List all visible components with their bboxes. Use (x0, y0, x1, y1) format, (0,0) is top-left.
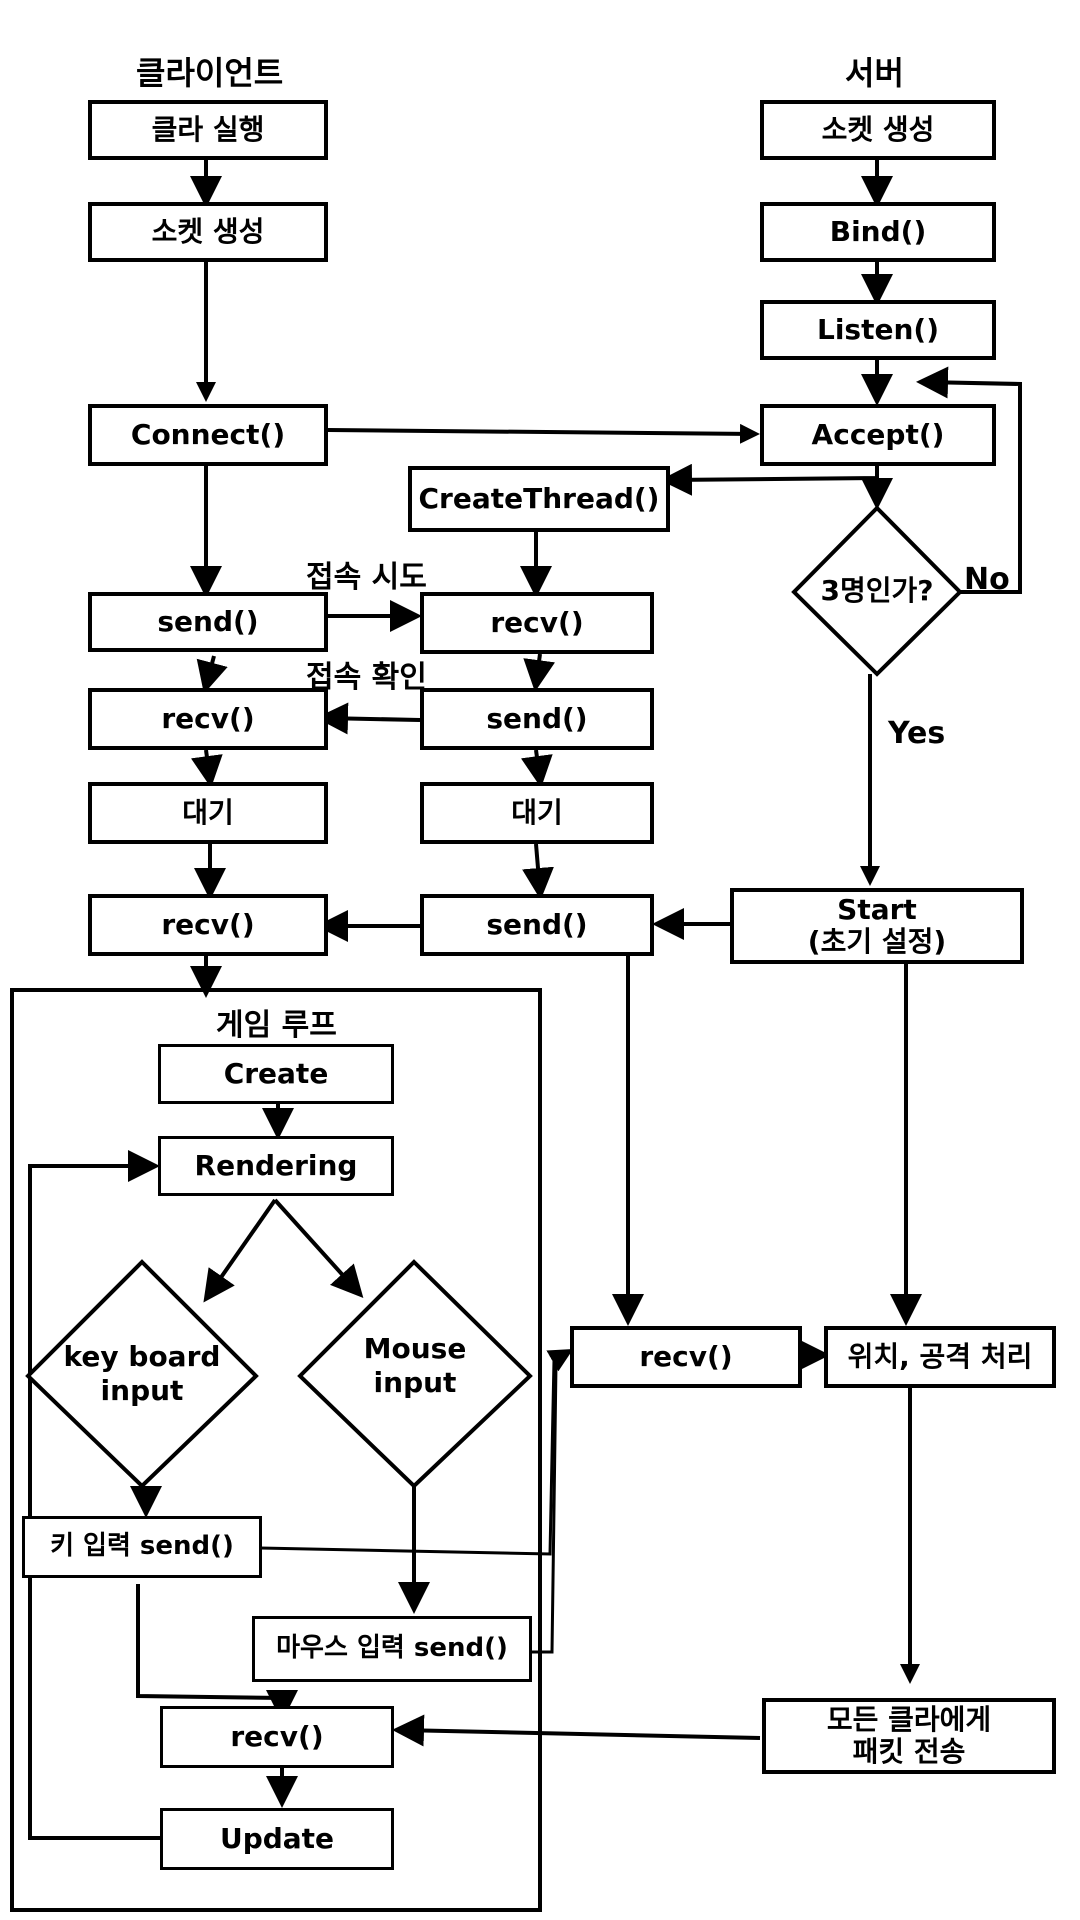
thread-send-box: send() (420, 688, 654, 750)
confirm-annotation: 접속 확인 (306, 660, 427, 695)
listen-box: Listen() (760, 300, 996, 360)
keyboard-line2: input (100, 1373, 184, 1407)
thread-send2-box: send() (420, 894, 654, 956)
start-line2: (초기 설정) (807, 925, 947, 958)
arrow-tsend-to-recv (316, 702, 421, 735)
thread-wait-box: 대기 (420, 782, 654, 844)
client-send-box: send() (88, 592, 328, 652)
decision-label: 3명인가? (820, 574, 934, 607)
arrow-connect-to-accept (327, 423, 760, 444)
start-box: Start (초기 설정) (730, 888, 1024, 964)
decision-three-players (791, 505, 963, 677)
start-line1: Start (837, 892, 917, 926)
process-box: 위치, 공격 처리 (824, 1326, 1056, 1388)
arrow-update-loop-back (28, 1150, 160, 1840)
update-box: Update (160, 1808, 394, 1870)
keyboard-input-label: key board input (28, 1340, 256, 1407)
arrow-trecv-to-tsend (523, 653, 556, 692)
game-loop-title: 게임 루프 (216, 1008, 337, 1043)
arrow-tsend-to-twait (520, 749, 553, 788)
client-socket-box: 소켓 생성 (88, 202, 328, 262)
arrow-twait-to-tsend2 (522, 843, 554, 900)
server-socket-box: 소켓 생성 (760, 100, 996, 160)
broadcast-line2: 패킷 전송 (852, 1735, 966, 1768)
mouse-line1: Mouse (363, 1332, 467, 1365)
rendering-box: Rendering (158, 1136, 394, 1196)
server-recv-box: recv() (570, 1326, 802, 1388)
arrow-recv-to-wait (190, 749, 223, 788)
arrow-no-loop-back (916, 366, 1022, 594)
client-recv-box: recv() (88, 688, 328, 750)
arrow-rendering-to-keyboard (203, 1198, 277, 1303)
arrow-broadcast-to-looprecv (392, 1714, 761, 1747)
broadcast-box: 모든 클라에게 패킷 전송 (762, 1698, 1056, 1774)
create-box: Create (158, 1044, 394, 1104)
arrow-mousesend-to-srecv (532, 1363, 558, 1654)
server-header: 서버 (845, 54, 904, 92)
createthread-box: CreateThread() (408, 466, 670, 532)
no-label: No (964, 562, 1010, 597)
broadcast-line1: 모든 클라에게 (826, 1702, 992, 1736)
client-run-box: 클라 실행 (88, 100, 328, 160)
keyboard-input-diamond (25, 1259, 259, 1489)
mouse-input-diamond (297, 1259, 533, 1489)
mouse-input-label: Mouse input (300, 1332, 530, 1399)
bind-box: Bind() (760, 202, 996, 262)
mouse-send-box: 마우스 입력 send() (252, 1616, 532, 1682)
client-header: 클라이언트 (136, 54, 284, 92)
client-recv2-box: recv() (88, 894, 328, 956)
accept-box: Accept() (760, 404, 996, 466)
game-loop-frame (10, 988, 542, 1912)
keyboard-line1: key board (63, 1340, 221, 1373)
key-send-box: 키 입력 send() (22, 1516, 262, 1578)
connect-box: Connect() (88, 404, 328, 466)
arrow-accept-to-createthread (660, 463, 879, 496)
arrow-keysend-to-srecv (259, 1349, 574, 1556)
arrow-send-to-recv (196, 655, 228, 694)
mouse-line2: input (373, 1365, 457, 1399)
arrow-rendering-to-mouse (273, 1198, 364, 1298)
client-wait-box: 대기 (88, 782, 328, 844)
loop-recv-box: recv() (160, 1706, 394, 1768)
thread-recv-box: recv() (420, 592, 654, 654)
yes-label: Yes (888, 716, 946, 751)
attempt-annotation: 접속 시도 (306, 560, 427, 595)
